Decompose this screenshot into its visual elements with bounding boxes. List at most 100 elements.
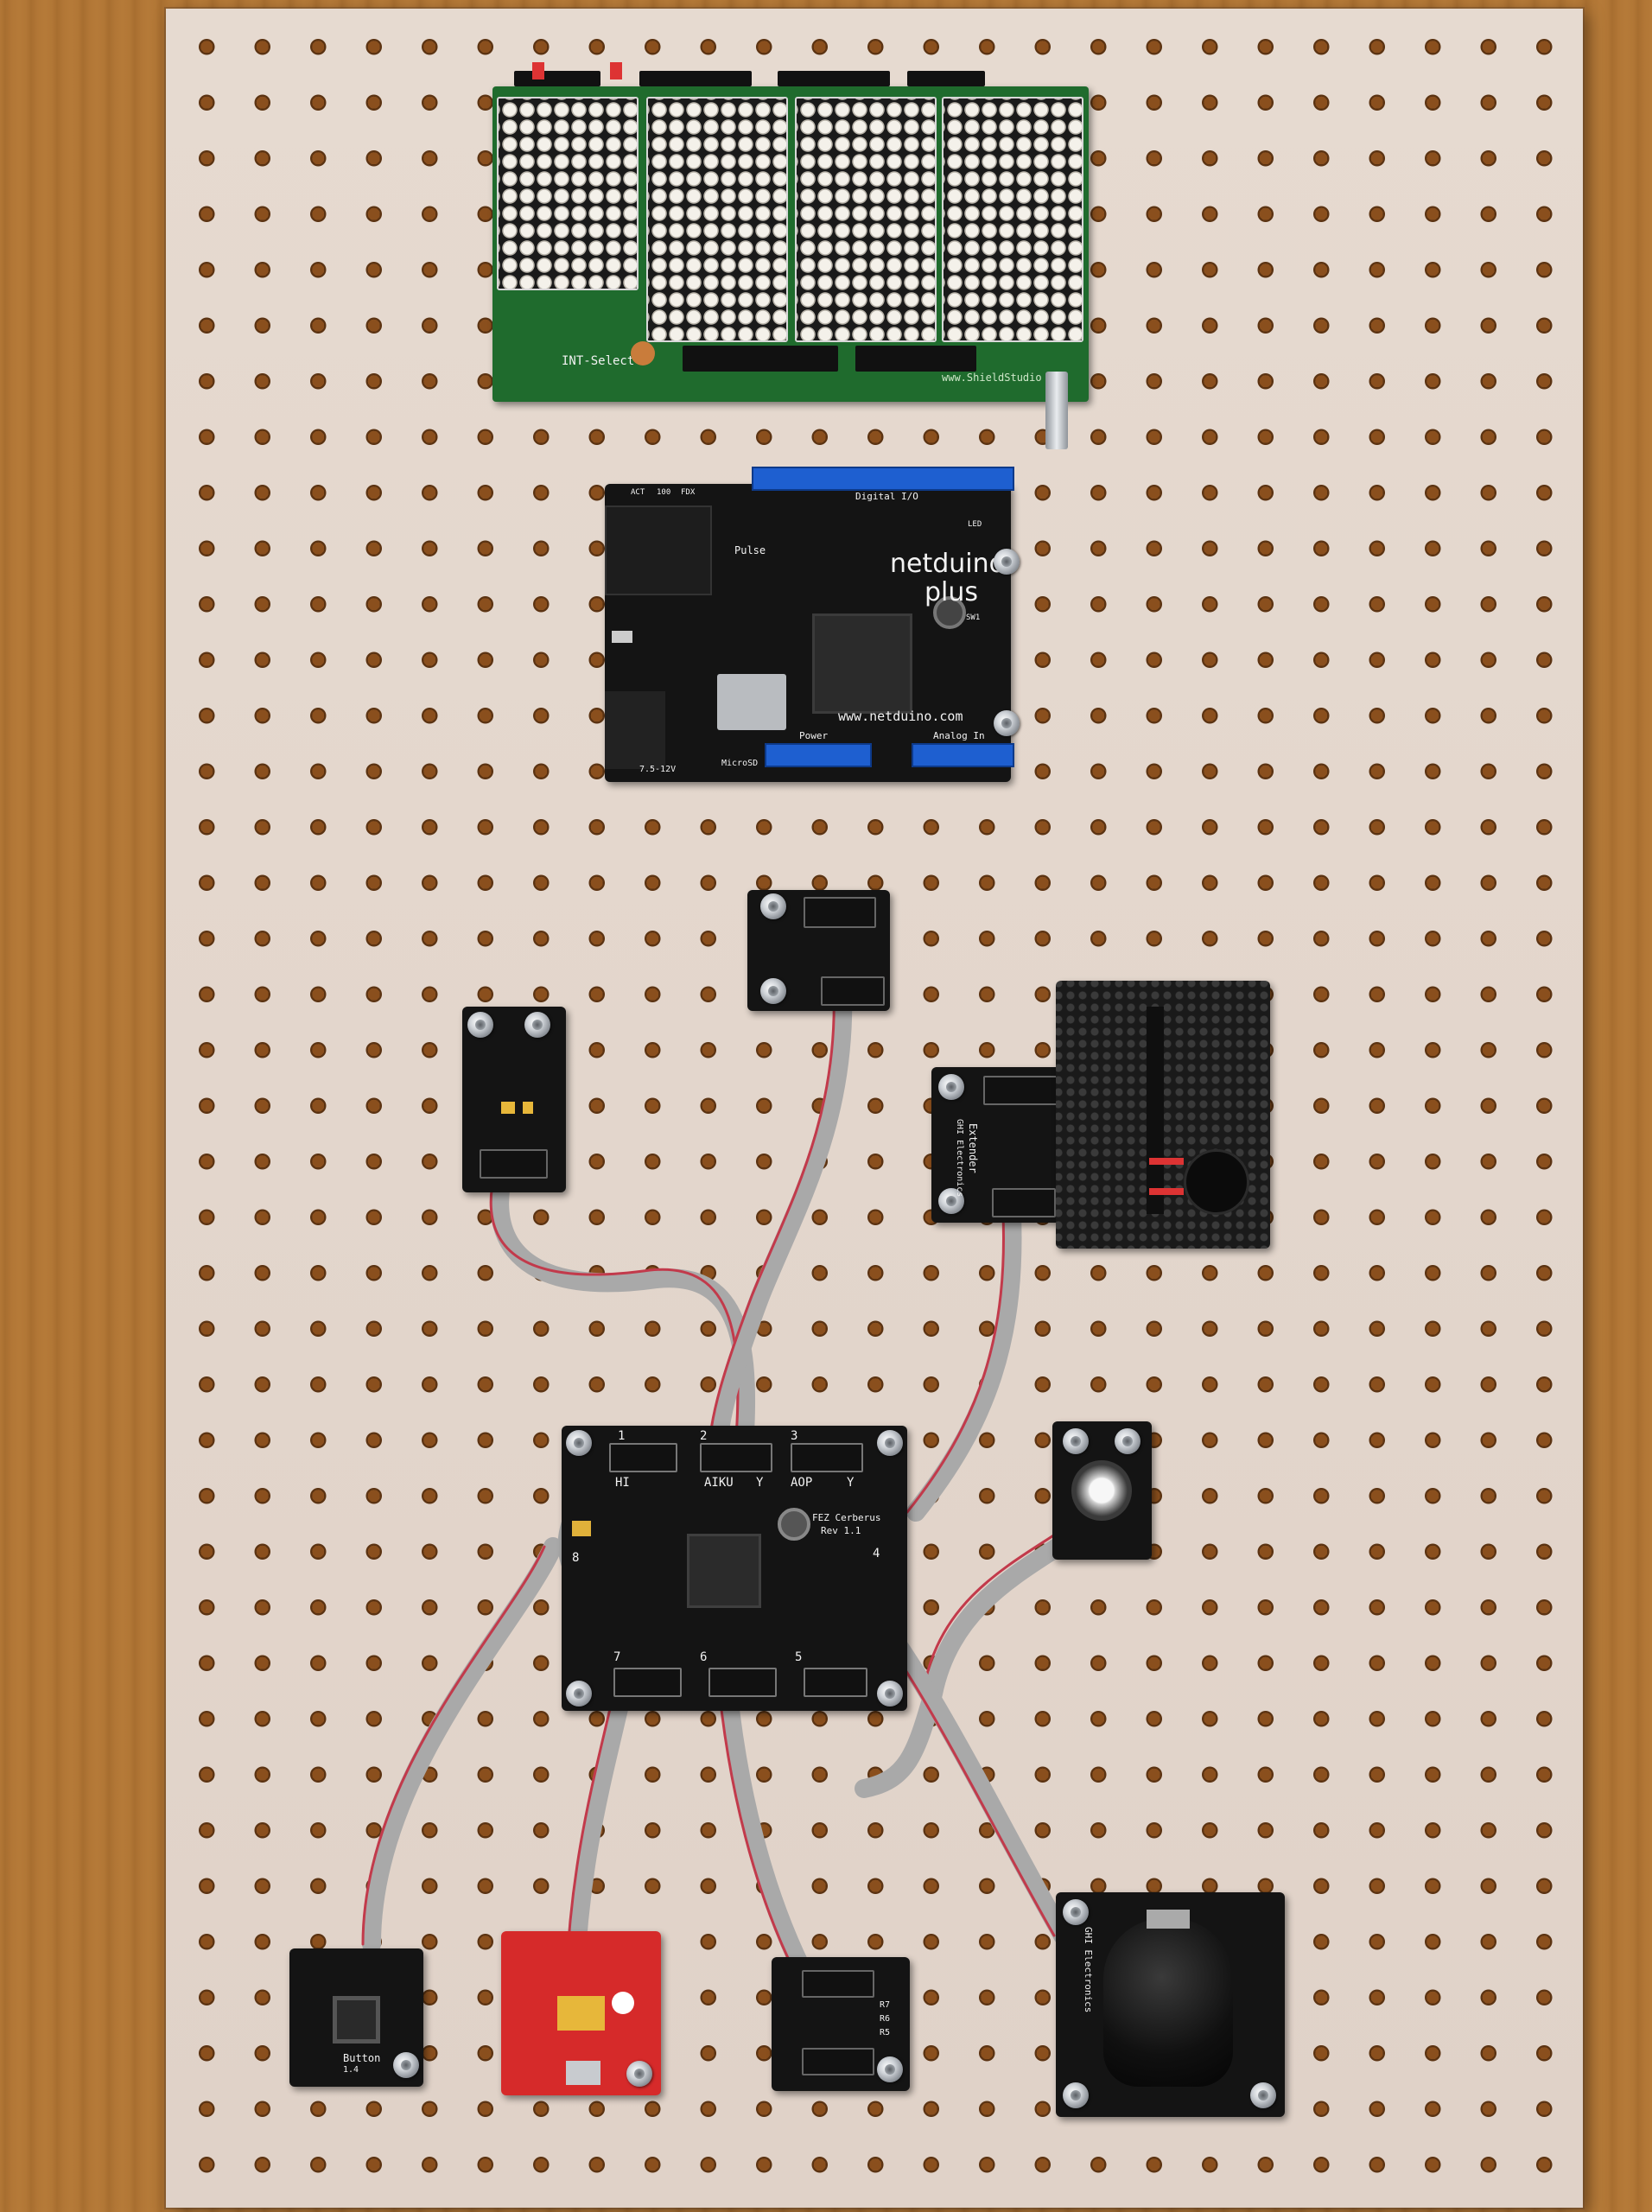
led-matrix-2 <box>646 97 788 342</box>
netduino-url: www.netduino.com <box>838 709 963 724</box>
usb-port <box>566 2061 600 2085</box>
button-version: 1.4 <box>343 2065 359 2075</box>
ribbon-cable <box>715 1658 830 2014</box>
mounting-screw <box>1063 2082 1089 2108</box>
relay-pin-r7: R7 <box>880 2000 891 2010</box>
led-matrix-3 <box>795 97 937 342</box>
button-module: Button 1.4 <box>289 1948 423 2087</box>
sw1-label: SW1 <box>966 613 981 622</box>
usb-port <box>612 631 632 643</box>
mounting-screw <box>760 978 786 1004</box>
netduino-logo: netduino <box>890 549 1005 579</box>
socket-4-number: 4 <box>873 1547 880 1560</box>
led-matrix-1 <box>497 97 639 290</box>
int-select-label: INT-Select <box>562 354 635 368</box>
microsd-label: MicroSD <box>721 759 759 768</box>
power-header <box>765 743 872 767</box>
socket-3[interactable] <box>791 1443 863 1472</box>
digital-io-header <box>752 467 1014 491</box>
led-diffuser <box>1071 1460 1132 1521</box>
fdx-label: FDX <box>681 488 696 497</box>
light-sensor-module <box>462 1007 566 1192</box>
mounting-screw <box>1250 2082 1276 2108</box>
gadgeteer-socket <box>802 2048 874 2075</box>
capacitor <box>572 1521 591 1536</box>
red-jumper <box>532 62 544 79</box>
led-matrix-shield: INT-Select www.ShieldStudio <box>492 62 1089 402</box>
joystick-knob[interactable] <box>1103 1918 1233 2087</box>
multicolor-led-module <box>1052 1421 1152 1560</box>
relay-module: R7 R6 R5 <box>772 1957 910 2091</box>
mounting-screw <box>938 1074 964 1100</box>
red-jumper <box>610 62 622 79</box>
plus-logo: plus <box>924 577 979 607</box>
microcontroller-chip <box>812 613 912 714</box>
socket-2-type: AIKU <box>704 1476 734 1490</box>
power-label: Power <box>799 730 829 741</box>
joystick-module: GHI Electronics <box>1056 1892 1285 2117</box>
gadgeteer-socket <box>821 976 885 1006</box>
socket-5[interactable] <box>804 1668 867 1697</box>
reset-button[interactable] <box>778 1508 810 1541</box>
act-label: ACT <box>631 488 645 497</box>
led-label: LED <box>968 520 982 529</box>
push-button[interactable] <box>333 1996 380 2044</box>
socket-2-number: 2 <box>700 1429 708 1443</box>
breakout-module-top <box>747 890 890 1011</box>
gadgeteer-socket <box>804 897 876 928</box>
analog-label: Analog In <box>933 730 985 741</box>
ribbon-cable <box>489 1161 756 1470</box>
piezo-buzzer <box>1184 1149 1249 1215</box>
board-rev: Rev 1.1 <box>821 1525 861 1536</box>
ribbon-cable <box>855 1528 1081 1798</box>
netduino-plus-board: netduino plus www.netduino.com Digital I… <box>605 467 1020 782</box>
mounting-screw <box>566 1681 592 1707</box>
mounting-screw <box>1063 1428 1089 1454</box>
breadboard-channel <box>1147 1007 1164 1214</box>
socket-8-number: 8 <box>572 1551 580 1565</box>
pin-header <box>855 346 976 372</box>
relay-pin-r5: R5 <box>880 2028 891 2037</box>
analog-header <box>912 743 1014 767</box>
mounting-screw <box>1063 1899 1089 1925</box>
usb-client-module <box>501 1931 661 2095</box>
brand-label: www.ShieldStudio <box>942 372 1042 384</box>
socket-2-y: Y <box>756 1476 764 1490</box>
socket-1[interactable] <box>609 1443 677 1472</box>
extender-label: Extender <box>967 1123 979 1173</box>
pin-header <box>683 346 838 372</box>
joystick-bracket <box>1147 1910 1190 1929</box>
sensor-component <box>523 1102 533 1114</box>
ghi-logo-icon <box>612 1992 634 2014</box>
microsd-slot <box>717 674 786 730</box>
socket-6[interactable] <box>708 1668 777 1697</box>
led-matrix-4 <box>942 97 1083 342</box>
mounting-screw <box>566 1430 592 1456</box>
socket-2[interactable] <box>700 1443 772 1472</box>
mounting-screw <box>393 2052 419 2078</box>
mounting-screw <box>626 2061 652 2087</box>
socket-3-y: Y <box>847 1476 855 1490</box>
socket-7[interactable] <box>613 1668 682 1697</box>
ribbon-cable <box>707 980 853 1470</box>
gadgeteer-socket <box>983 1076 1064 1105</box>
gadgeteer-socket <box>992 1188 1056 1217</box>
pulse-label: Pulse <box>734 544 766 556</box>
speed-label: 100 <box>657 488 671 497</box>
socket-1-number: 1 <box>618 1429 626 1443</box>
microcontroller-chip <box>687 1534 761 1608</box>
voltage-label: 7.5-12V <box>639 765 677 774</box>
breadboard-protoboard <box>1056 981 1270 1249</box>
ribbon-cable <box>361 1537 562 1954</box>
mounting-screw <box>1115 1428 1141 1454</box>
red-wire <box>1149 1158 1184 1165</box>
mounting-screw <box>994 549 1020 575</box>
mounting-screw <box>877 1681 903 1707</box>
gadgeteer-socket <box>480 1149 548 1179</box>
mounting-screw <box>467 1012 493 1038</box>
reset-button[interactable] <box>933 596 966 629</box>
joystick-brand: GHI Electronics <box>1083 1927 1094 2013</box>
mounting-screw <box>524 1012 550 1038</box>
